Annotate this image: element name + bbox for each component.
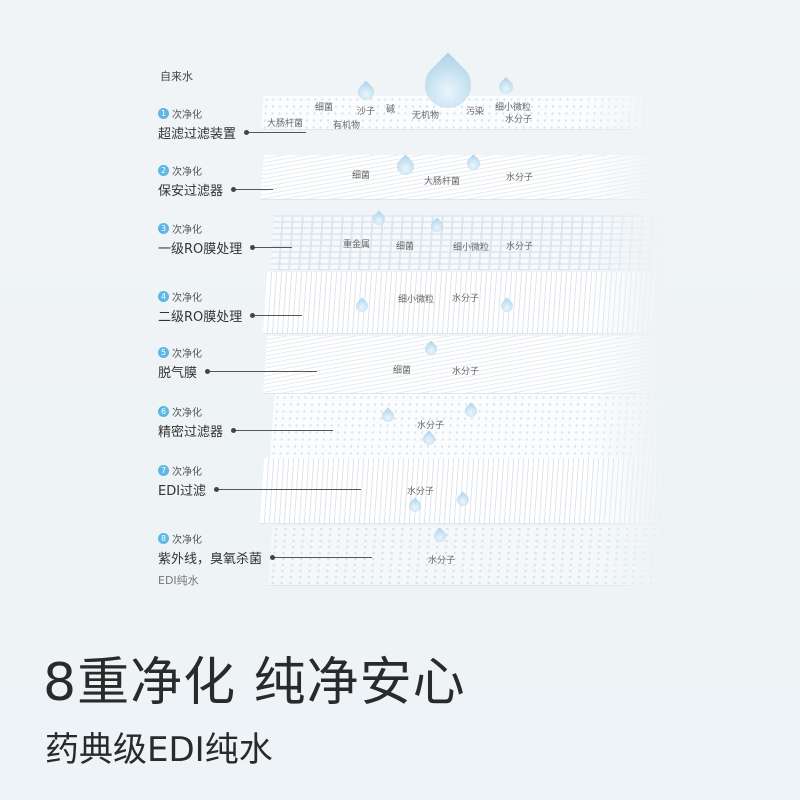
step-name: 保安过滤器 — [158, 184, 224, 199]
particle-label: 大肠杆菌 — [424, 177, 461, 187]
subheadline: 药典级EDI纯水 — [45, 730, 273, 770]
headline: 8重净化 纯净安心 — [43, 653, 466, 713]
particle-label: 沙子 — [357, 107, 376, 117]
step-number-badge: 8 — [158, 533, 169, 544]
step-suffix: 次净化 — [172, 467, 202, 478]
step-name: 超滤过滤装置 — [158, 127, 237, 142]
step-number-badge: 6 — [158, 406, 169, 417]
particle-label: 细菌 — [352, 171, 371, 181]
step-suffix: 次净化 — [172, 167, 202, 178]
step-suffix: 次净化 — [172, 110, 202, 121]
particle-label: 水分子 — [505, 115, 533, 125]
step-number-badge: 3 — [158, 223, 169, 234]
step-name: 二级RO膜处理 — [158, 310, 243, 325]
leader-line — [231, 187, 274, 192]
step-suffix: 次净化 — [172, 293, 202, 304]
step-suffix: 次净化 — [172, 408, 202, 419]
step-suffix: 次净化 — [172, 349, 202, 360]
particle-label: 细菌 — [393, 366, 412, 376]
particle-label: 水分子 — [506, 173, 534, 183]
particle-label: 重金属 — [343, 240, 371, 250]
step-name: 精密过滤器 — [158, 425, 224, 440]
particle-label: 污染 — [466, 107, 485, 117]
particle-label: 水分子 — [417, 421, 445, 431]
particle-label: 细菌 — [396, 242, 415, 252]
step-name: 一级RO膜处理 — [158, 242, 243, 257]
particle-label: 水分子 — [452, 367, 480, 377]
particle-label: 细菌 — [315, 103, 334, 113]
particle-label: 大肠杆菌 — [267, 119, 304, 129]
particle-label: 细小微粒 — [495, 103, 532, 113]
leader-line — [250, 313, 303, 318]
particle-label: 水分子 — [452, 294, 480, 304]
output-label: EDI纯水 — [158, 574, 199, 587]
step-name: 紫外线，臭氧杀菌 — [158, 552, 263, 567]
step-number-badge: 2 — [158, 165, 169, 176]
leader-line — [270, 555, 373, 560]
step-name: EDI过滤 — [158, 484, 207, 499]
source-label: 自来水 — [160, 70, 193, 83]
particle-label: 有机物 — [333, 121, 361, 131]
leader-line — [244, 130, 307, 135]
step-number-badge: 7 — [158, 465, 169, 476]
particle-label: 水分子 — [506, 242, 534, 252]
leader-line — [205, 369, 318, 374]
particle-label: 细小微粒 — [398, 295, 435, 305]
leader-line — [250, 245, 293, 250]
filter-layer-2 — [260, 155, 664, 200]
particle-label: 细小微粒 — [453, 243, 490, 253]
step-name: 脱气膜 — [158, 366, 198, 381]
particle-label: 水分子 — [407, 487, 435, 497]
leader-line — [231, 428, 334, 433]
step-number-badge: 1 — [158, 108, 169, 119]
particle-label: 无机物 — [412, 111, 440, 121]
leader-line — [214, 487, 362, 492]
step-suffix: 次净化 — [172, 535, 202, 546]
particle-label: 碱 — [386, 105, 396, 115]
particle-label: 水分子 — [428, 556, 456, 566]
step-suffix: 次净化 — [172, 225, 202, 236]
step-number-badge: 4 — [158, 291, 169, 302]
step-number-badge: 5 — [158, 347, 169, 358]
